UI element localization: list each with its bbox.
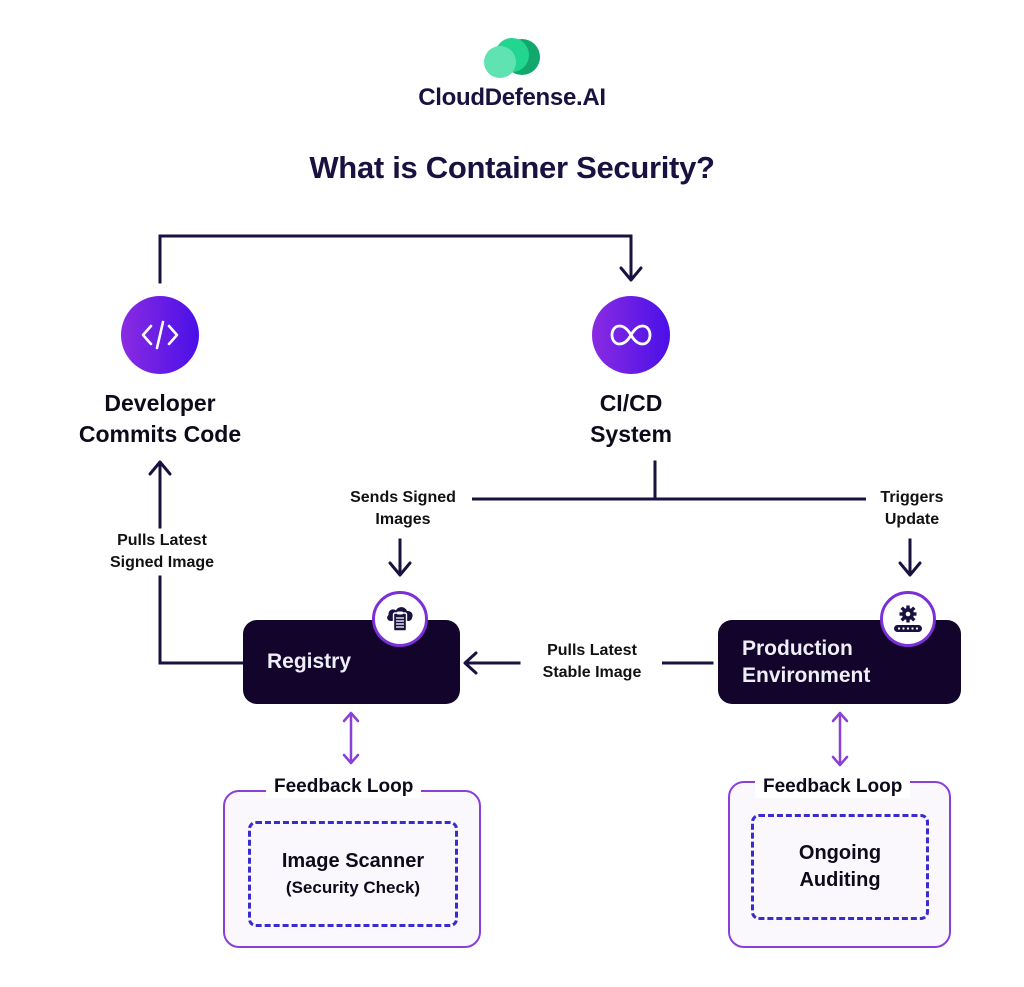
arrowhead-production: [898, 561, 922, 577]
ongoing-auditing-line1: Ongoing: [798, 842, 882, 864]
edge-label-line: Update: [884, 511, 940, 528]
gear-conveyor-icon: [894, 605, 922, 632]
image-scanner-sublabel: (Security Check): [285, 877, 421, 897]
production-badge: [880, 591, 936, 647]
arrowhead-registry-feedback-up: [342, 711, 360, 723]
edge-label-pulls-stable: Pulls Latest Stable Image: [522, 640, 662, 684]
cloud-logo-icon: [484, 38, 540, 78]
brand-name: CloudDefense.AI: [418, 84, 606, 111]
edge-label-line: Sends Signed: [350, 489, 456, 506]
image-scanner-label: Image Scanner: [281, 849, 425, 872]
cloud-clipboard-icon: [387, 607, 413, 632]
arrowhead-registry-left: [463, 651, 478, 675]
registry-label: Registry: [267, 650, 352, 673]
edge-label-line: Images: [375, 511, 431, 528]
edge-label-sends-signed: Sends Signed Images: [334, 487, 472, 531]
developer-label-line2: Commits Code: [78, 421, 242, 447]
developer-node-icon: [121, 296, 199, 374]
page-title: What is Container Security?: [309, 150, 715, 185]
arrowhead-cicd: [619, 266, 643, 282]
edge-label-line: Triggers: [880, 489, 944, 506]
ongoing-auditing-box: Ongoing Auditing: [751, 814, 929, 920]
edge-label-line: Stable Image: [542, 664, 642, 681]
cicd-node-label: CI/CD System: [531, 388, 731, 450]
infinity-icon: [610, 324, 652, 346]
edge-developer-to-cicd: [158, 234, 633, 284]
arrowhead-registry-feedback-down: [342, 753, 360, 765]
arrowhead-production-feedback-down: [831, 755, 849, 767]
cicd-label-line2: System: [590, 421, 672, 447]
code-icon: [141, 320, 179, 350]
edge-label-triggers-update: Triggers Update: [866, 487, 958, 531]
edge-label-line: Pulls Latest: [547, 642, 637, 659]
production-label-line2: Environment: [742, 664, 871, 687]
feedback-loop-left: [223, 790, 481, 948]
brand-logo: [482, 38, 544, 80]
developer-label-line1: Developer: [104, 390, 216, 416]
feedback-loop-left-title: Feedback Loop: [266, 776, 422, 798]
image-scanner-box: Image Scanner (Security Check): [248, 821, 458, 927]
arrowhead-developer: [148, 460, 172, 476]
feedback-loop-right-title: Feedback Loop: [755, 776, 911, 798]
ongoing-auditing-line2: Auditing: [799, 869, 881, 891]
edge-label-line: Pulls Latest: [117, 532, 207, 549]
production-label-line1: Production: [742, 637, 853, 660]
registry-badge: [372, 591, 428, 647]
edge-registry-to-developer: [158, 575, 245, 665]
developer-node-label: Developer Commits Code: [60, 388, 260, 450]
edge-label-pulls-signed: Pulls Latest Signed Image: [92, 530, 232, 574]
cicd-label-line1: CI/CD: [599, 390, 663, 416]
cicd-node-icon: [592, 296, 670, 374]
arrowhead-registry: [388, 561, 412, 577]
registry-node: Registry: [243, 620, 460, 704]
arrowhead-production-feedback-up: [831, 711, 849, 723]
edge-label-line: Signed Image: [109, 554, 215, 571]
